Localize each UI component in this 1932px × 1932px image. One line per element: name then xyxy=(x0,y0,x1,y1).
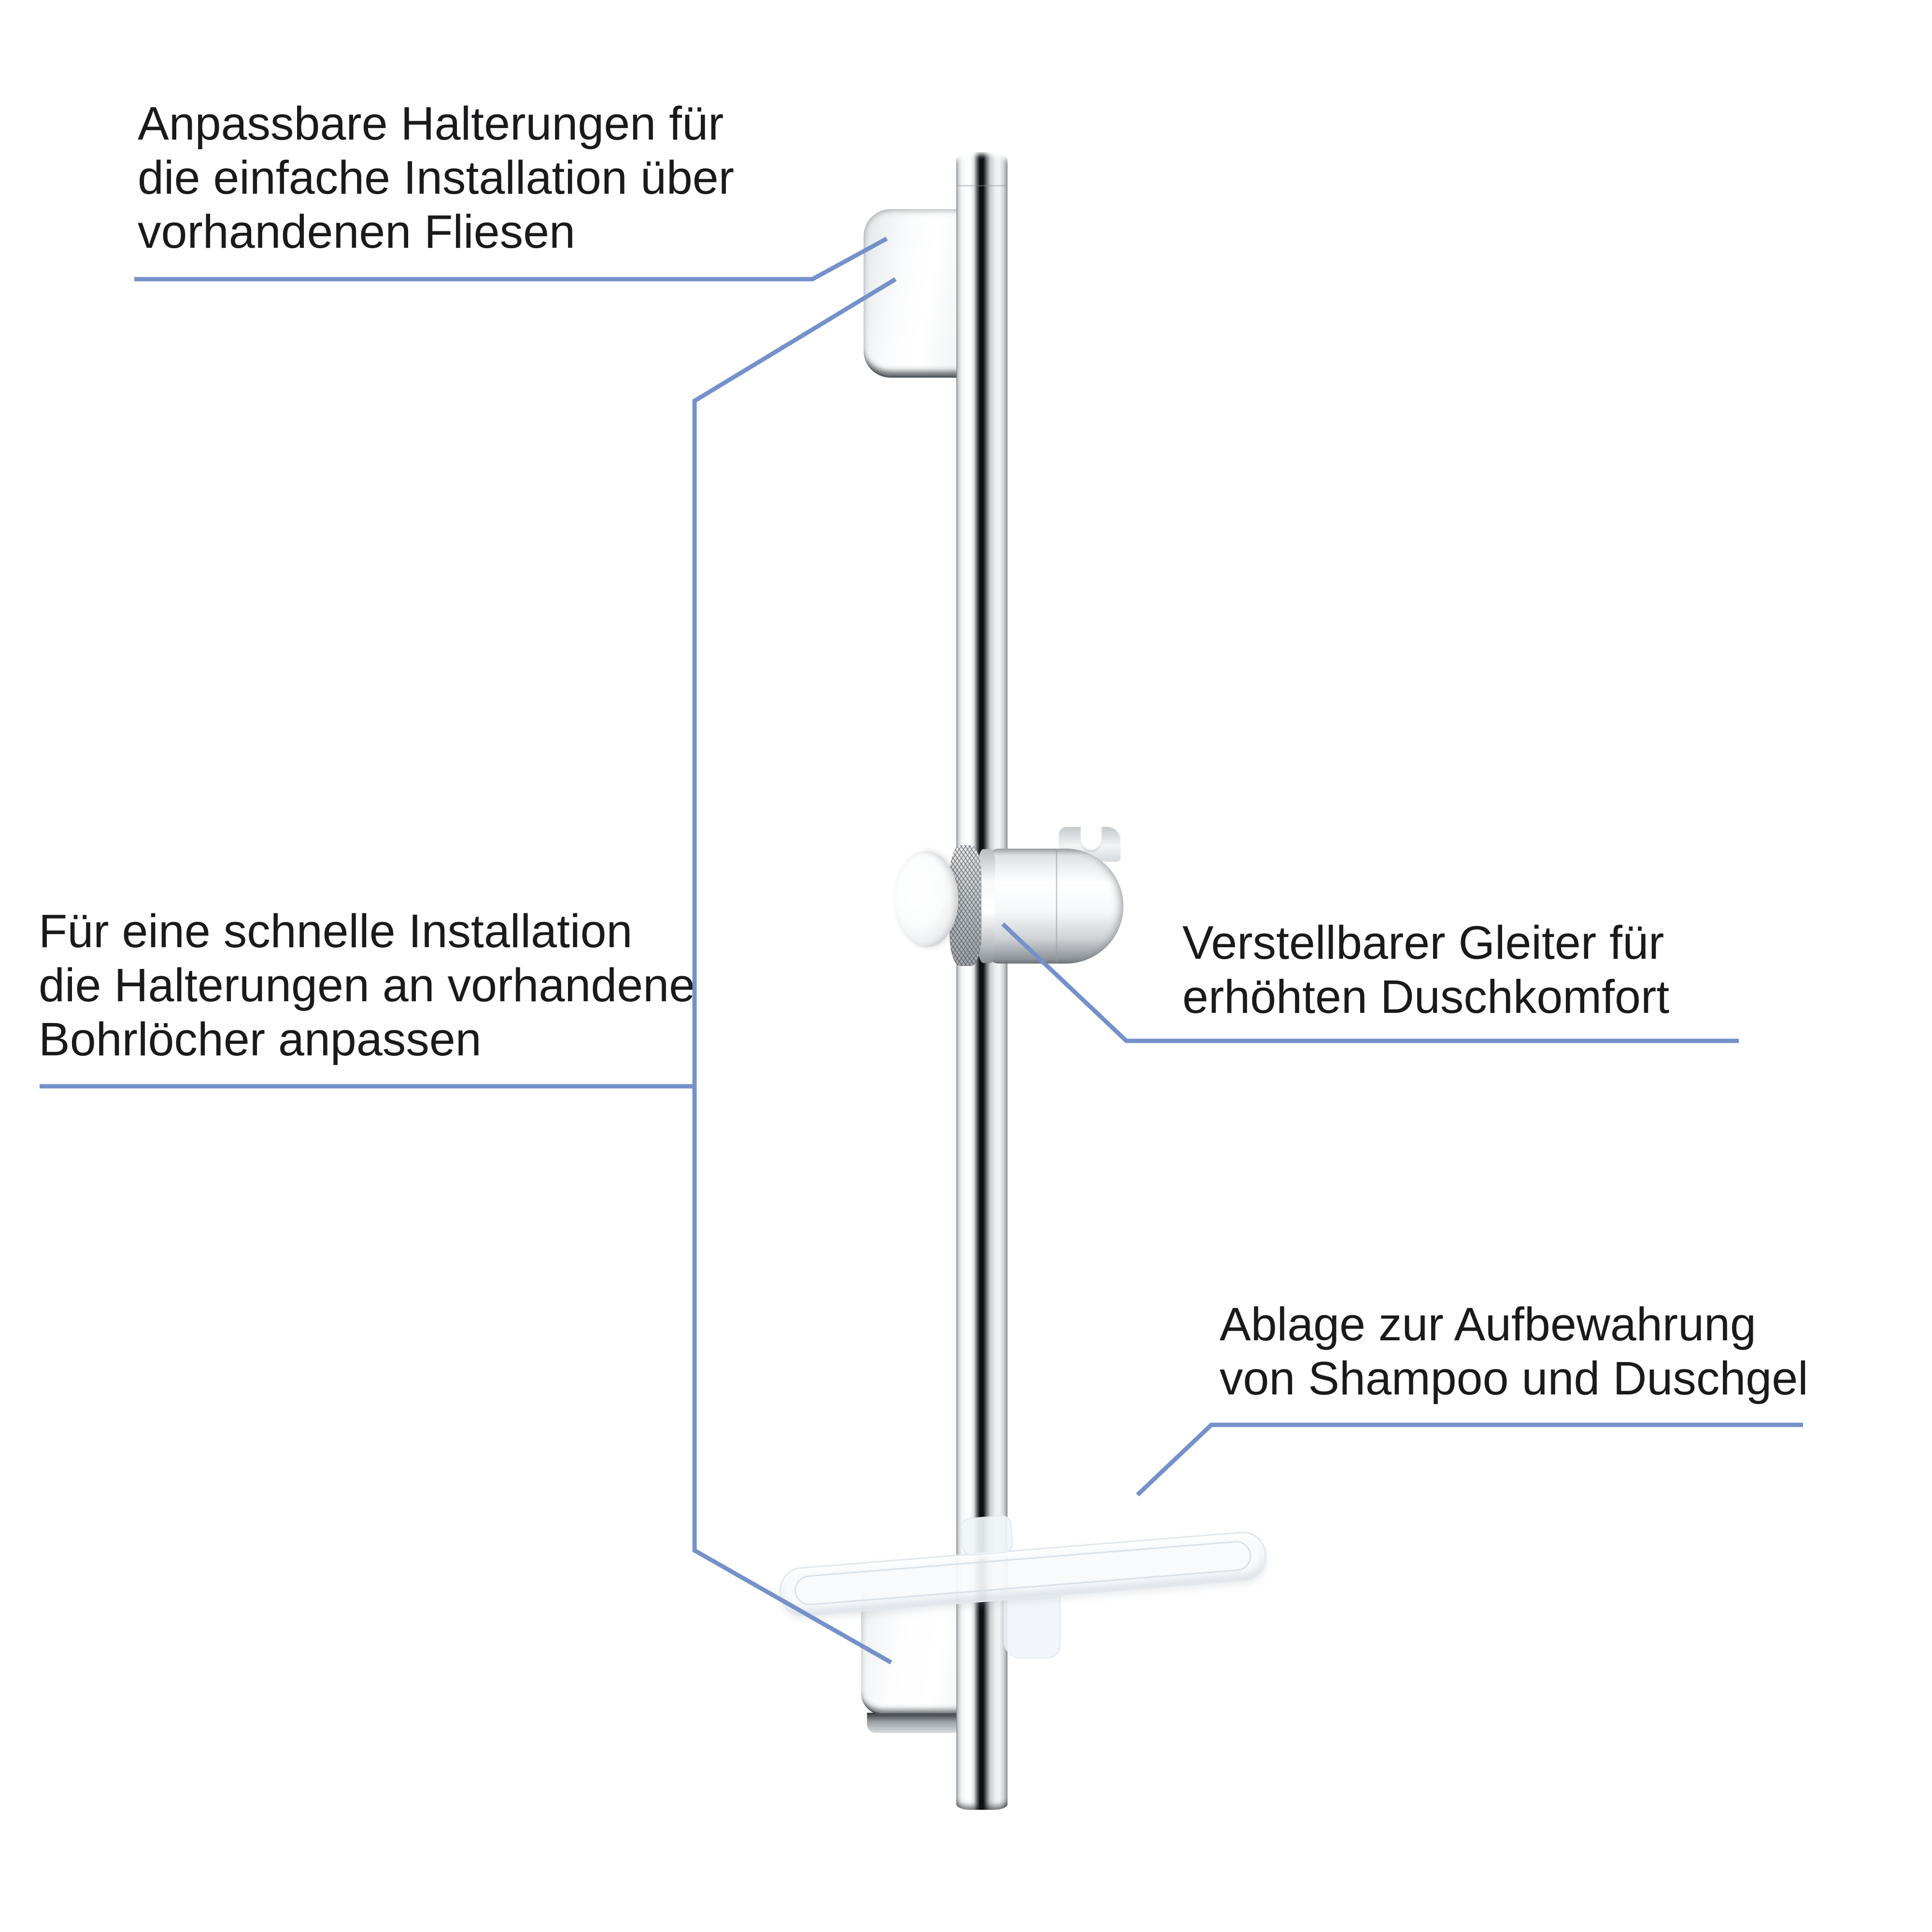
annotation-line: Für eine schnelle Installation xyxy=(39,905,633,957)
annotation-mounts: Für eine schnelle Installation die Halte… xyxy=(39,904,695,1066)
annotation-shelf: Ablage zur Aufbewahrung von Shampoo und … xyxy=(1220,1297,1808,1406)
shelf-support xyxy=(1004,1593,1061,1659)
bottom-wall-mount-base xyxy=(867,1713,966,1733)
slider-knob xyxy=(895,852,958,947)
slider-body xyxy=(986,849,1123,964)
top-wall-mount xyxy=(864,209,959,378)
annotation-line: die Halterungen an vorhandene xyxy=(39,959,696,1011)
annotation-slider: Verstellbarer Gleiter für erhöhten Dusch… xyxy=(1182,916,1669,1024)
annotation-line: Anpassbare Halterungen für xyxy=(138,97,724,150)
slider-body-seam xyxy=(1056,850,1057,962)
annotation-line: erhöhten Duschkomfort xyxy=(1182,970,1670,1023)
annotation-top-mount: Anpassbare Halterungen für die einfache … xyxy=(138,97,734,259)
annotation-line: Verstellbarer Gleiter für xyxy=(1182,916,1664,969)
callout-line-mounts-connector xyxy=(692,277,897,1664)
annotation-line: von Shampoo und Duschgel xyxy=(1220,1352,1808,1405)
shower-rail-seam xyxy=(957,185,1007,186)
callout-line-top-mount xyxy=(134,237,888,282)
annotation-line: vorhandenen Fliesen xyxy=(138,205,575,258)
callout-line-shelf xyxy=(1136,1422,1803,1497)
callout-line-slider xyxy=(1001,922,1739,1043)
annotation-line: die einfache Installation über xyxy=(138,151,734,204)
annotation-line: Ablage zur Aufbewahrung xyxy=(1220,1298,1756,1350)
handshower-holder-notch xyxy=(1080,826,1102,852)
annotation-line: Bohrlöcher anpassen xyxy=(39,1013,482,1065)
